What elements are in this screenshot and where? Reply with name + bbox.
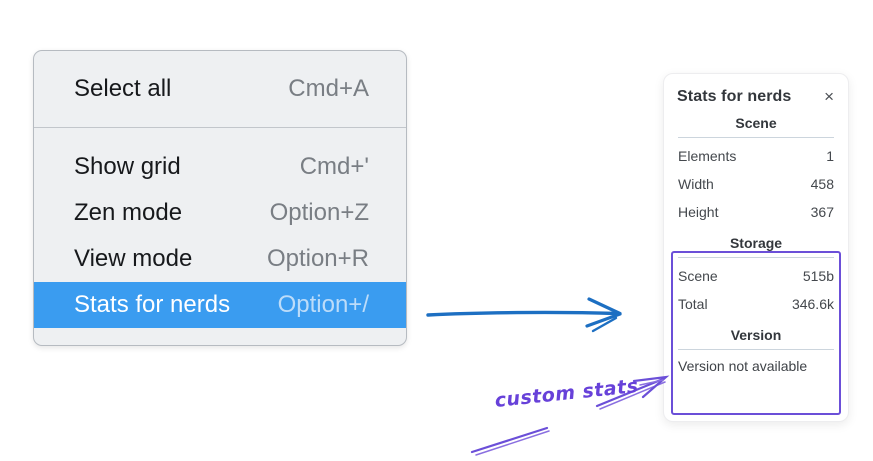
stat-row-elements: Elements 1 xyxy=(676,142,836,170)
menu-item-shortcut: Cmd+' xyxy=(299,153,369,180)
menu-item-label: Show grid xyxy=(74,153,181,180)
stat-label: Total xyxy=(678,296,708,312)
stat-label: Scene xyxy=(678,268,718,284)
stats-section-header: Version xyxy=(730,327,782,343)
stat-value: 515b xyxy=(802,268,834,284)
section-divider xyxy=(678,349,834,350)
annotation-text: custom stats xyxy=(493,375,640,412)
blue-arrow xyxy=(426,297,622,333)
stats-section-scene: Scene Elements 1 Width 458 Height 367 xyxy=(676,115,836,226)
context-menu: Select all Cmd+A Show grid Cmd+' Zen mod… xyxy=(33,50,407,346)
stat-row-scene-storage: Scene 515b xyxy=(676,262,836,290)
close-icon[interactable]: × xyxy=(824,87,834,106)
stat-label: Elements xyxy=(678,148,737,164)
menu-item-shortcut: Option+R xyxy=(266,245,369,272)
menu-item-show-grid[interactable]: Show grid Cmd+' xyxy=(34,144,406,190)
menu-item-label: Select all xyxy=(74,75,172,102)
stats-section-storage: Storage Scene 515b Total 346.6k xyxy=(676,235,836,318)
menu-item-label: Stats for nerds xyxy=(74,291,231,318)
stat-value: 346.6k xyxy=(791,296,834,312)
version-note: Version not available xyxy=(678,358,808,374)
stats-section-version: Version Version not available xyxy=(676,327,836,374)
stat-label: Width xyxy=(678,176,714,192)
stat-label: Height xyxy=(678,204,719,220)
section-divider xyxy=(678,137,834,138)
stats-panel-title: Stats for nerds xyxy=(677,87,792,105)
context-menu-section-1: Select all Cmd+A xyxy=(34,51,406,127)
stats-section-header: Storage xyxy=(729,235,783,251)
menu-divider xyxy=(34,127,406,128)
stats-section-header: Scene xyxy=(735,115,777,131)
menu-item-shortcut: Option+Z xyxy=(269,199,369,226)
menu-item-shortcut: Cmd+A xyxy=(288,75,369,102)
stat-row-total-storage: Total 346.6k xyxy=(676,290,836,318)
menu-item-select-all[interactable]: Select all Cmd+A xyxy=(34,66,406,112)
stats-panel: Stats for nerds × Scene Elements 1 Width… xyxy=(663,73,849,422)
menu-item-shortcut: Option+/ xyxy=(277,291,369,318)
menu-item-zen-mode[interactable]: Zen mode Option+Z xyxy=(34,190,406,236)
context-menu-section-2: Show grid Cmd+' Zen mode Option+Z View m… xyxy=(34,128,406,345)
menu-item-label: View mode xyxy=(74,245,193,272)
stats-panel-header: Stats for nerds × xyxy=(677,87,836,106)
menu-item-stats-for-nerds[interactable]: Stats for nerds Option+/ xyxy=(34,282,406,328)
stat-value: 458 xyxy=(810,176,834,192)
stat-value: 1 xyxy=(826,148,834,164)
stat-value: 367 xyxy=(810,204,834,220)
menu-item-view-mode[interactable]: View mode Option+R xyxy=(34,236,406,282)
menu-item-label: Zen mode xyxy=(74,199,183,226)
stat-row-height: Height 367 xyxy=(676,198,836,226)
section-divider xyxy=(678,257,834,258)
stat-row-width: Width 458 xyxy=(676,170,836,198)
